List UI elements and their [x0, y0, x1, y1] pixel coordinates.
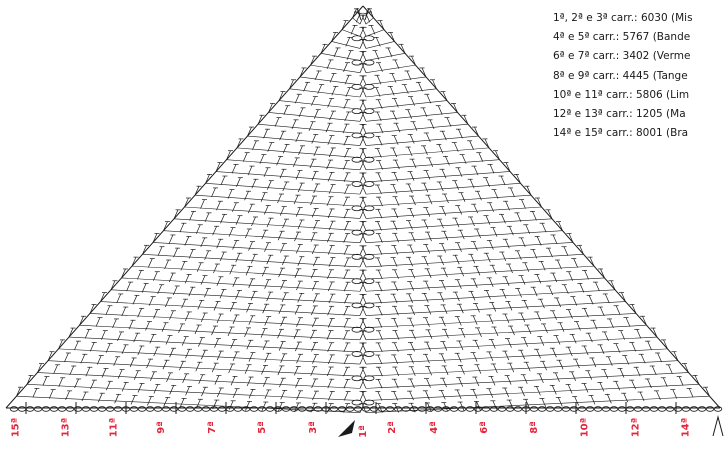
row-label: 13ª — [60, 417, 72, 438]
row-label: 1ª — [357, 425, 369, 438]
row-label: 4ª — [428, 421, 440, 434]
row-label: 2ª — [386, 421, 398, 434]
end-arrow-icon — [712, 415, 724, 437]
legend-item: 1ª, 2ª e 3ª carr.: 6030 (Mis — [553, 12, 693, 24]
row-label: 6ª — [478, 421, 490, 434]
stitch-rows — [5, 5, 721, 413]
legend-item: 10ª e 11ª carr.: 5806 (Lim — [553, 88, 690, 101]
row-label: 5ª — [256, 421, 268, 434]
color-legend: 1ª, 2ª e 3ª carr.: 6030 (Mis 4ª e 5ª car… — [553, 9, 726, 143]
start-arrow-icon — [338, 420, 355, 437]
row-label: 14ª — [680, 417, 692, 438]
row-label: 10ª — [579, 417, 591, 438]
row-label: 7ª — [206, 421, 218, 434]
row-label: 15ª — [10, 417, 22, 438]
legend-item: 6ª e 7ª carr.: 3402 (Verme — [553, 50, 691, 63]
row-label: 12ª — [630, 417, 642, 438]
foundation-chain — [6, 402, 723, 414]
row-label: 11ª — [108, 417, 120, 438]
row-label: 3ª — [307, 421, 319, 434]
row-label: 8ª — [528, 421, 540, 434]
legend-item: 14ª e 15ª carr.: 8001 (Bra — [553, 127, 689, 140]
legend-item: 8ª e 9ª carr.: 4445 (Tange — [553, 69, 688, 82]
row-label: 9ª — [155, 421, 167, 434]
legend-item: 4ª e 5ª carr.: 5767 (Bande — [553, 31, 691, 44]
legend-item: 12ª e 13ª carr.: 1205 (Ma — [553, 107, 686, 120]
